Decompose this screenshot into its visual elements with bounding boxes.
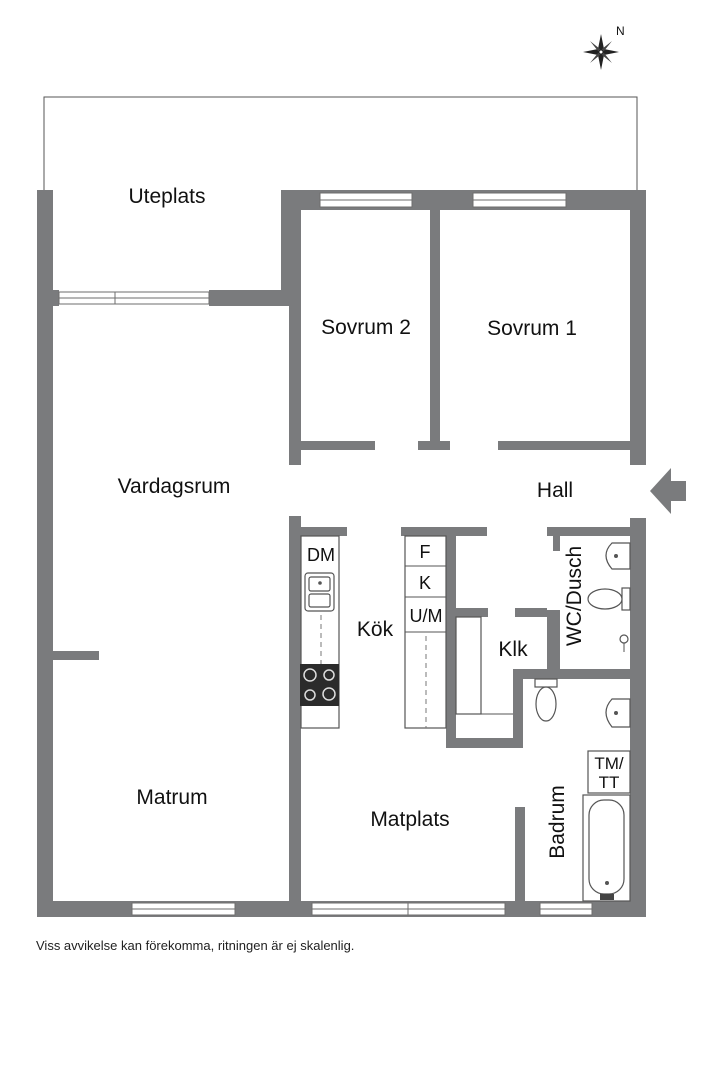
washer-dryer [587, 750, 631, 794]
room-label-vardagsrum: Vardagsrum [118, 475, 231, 498]
room-label-badrum: Badrum [546, 785, 569, 859]
bathtub-icon [582, 794, 631, 902]
compass-rose-icon [583, 34, 619, 70]
tall-cabinets [404, 535, 447, 729]
appliance-label-k: K [419, 573, 431, 593]
room-label-sovrum-1: Sovrum 1 [487, 317, 577, 340]
room-label-matrum: Matrum [136, 786, 207, 809]
windows [58, 192, 593, 916]
room-label-matplats: Matplats [370, 808, 449, 831]
room-label-hall: Hall [537, 479, 573, 502]
appliance-label-dm: DM [307, 545, 335, 565]
toilet-icon [587, 587, 631, 611]
appliance-label-f: F [420, 542, 431, 562]
room-label-kok: Kök [357, 618, 394, 641]
appliance-label-tm: TM/ [594, 754, 624, 773]
room-label-klk: Klk [498, 638, 528, 661]
disclaimer-text: Viss avvikelse kan förekomma, ritningen … [36, 938, 355, 953]
bathroom-toilet-icon [534, 678, 558, 722]
wc-sink-icon [605, 542, 631, 570]
shower-icon [619, 634, 629, 652]
room-label-sovrum-2: Sovrum 2 [321, 316, 411, 339]
appliance-label-um: U/M [410, 606, 443, 626]
north-label: N [616, 24, 625, 38]
closet-shelf [455, 616, 513, 715]
bathroom-sink-icon [605, 698, 631, 728]
terrace-outline [43, 96, 638, 190]
room-label-uteplats: Uteplats [128, 185, 205, 208]
stove-icon [300, 664, 339, 706]
sink-icon [304, 572, 335, 612]
room-label-wc-dusch: WC/Dusch [563, 546, 586, 646]
appliance-label-tt: TT [599, 773, 620, 792]
entrance-arrow-icon [650, 468, 686, 514]
